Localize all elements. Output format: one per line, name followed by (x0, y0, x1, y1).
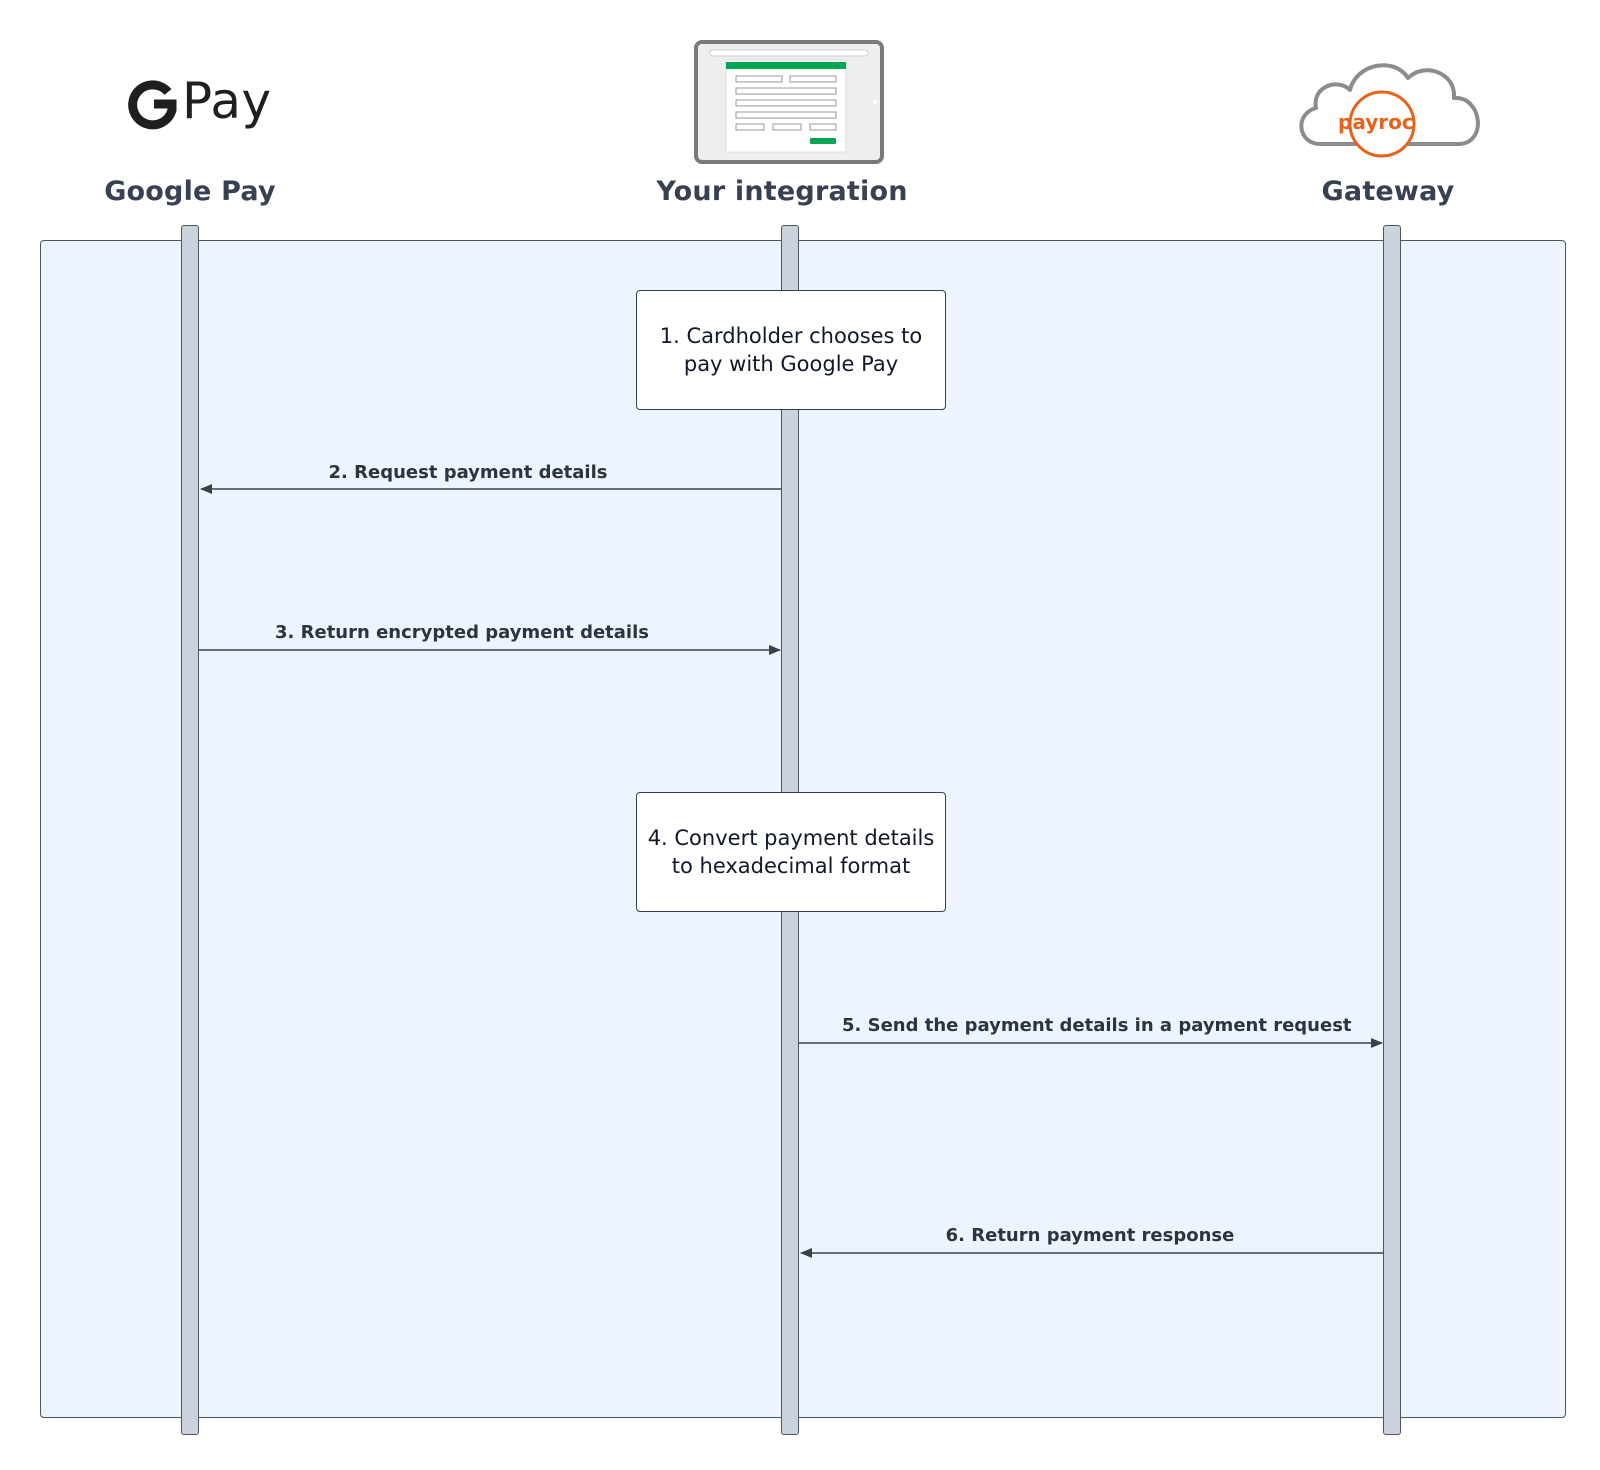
google-pay-logo-text: Pay (182, 72, 272, 130)
participant-label-your-integration: Your integration (656, 176, 908, 207)
payroc-logo-text: payroc (1338, 110, 1414, 134)
payroc-cloud-logo: payroc (1290, 52, 1490, 162)
message-label-step-5: 5. Send the payment details in a payment… (842, 1015, 1352, 1036)
google-pay-logo: Pay (126, 70, 276, 140)
lifeline-google-pay (181, 225, 199, 1435)
google-g-icon (128, 80, 177, 130)
participant-label-google-pay: Google Pay (104, 176, 276, 207)
note-step-4-text: 4. Convert payment details to hexadecima… (647, 826, 935, 878)
integration-tablet-icon (694, 40, 884, 164)
participant-label-gateway: Gateway (1321, 176, 1455, 207)
message-label-step-3: 3. Return encrypted payment details (275, 622, 649, 643)
message-label-step-2: 2. Request payment details (328, 462, 608, 483)
lifeline-gateway (1383, 225, 1401, 1435)
message-label-step-6: 6. Return payment response (945, 1225, 1235, 1246)
note-step-1-text: 1. Cardholder chooses to pay with Google… (659, 324, 923, 376)
note-step-1: 1. Cardholder chooses to pay with Google… (636, 290, 946, 410)
note-step-4: 4. Convert payment details to hexadecima… (636, 792, 946, 912)
